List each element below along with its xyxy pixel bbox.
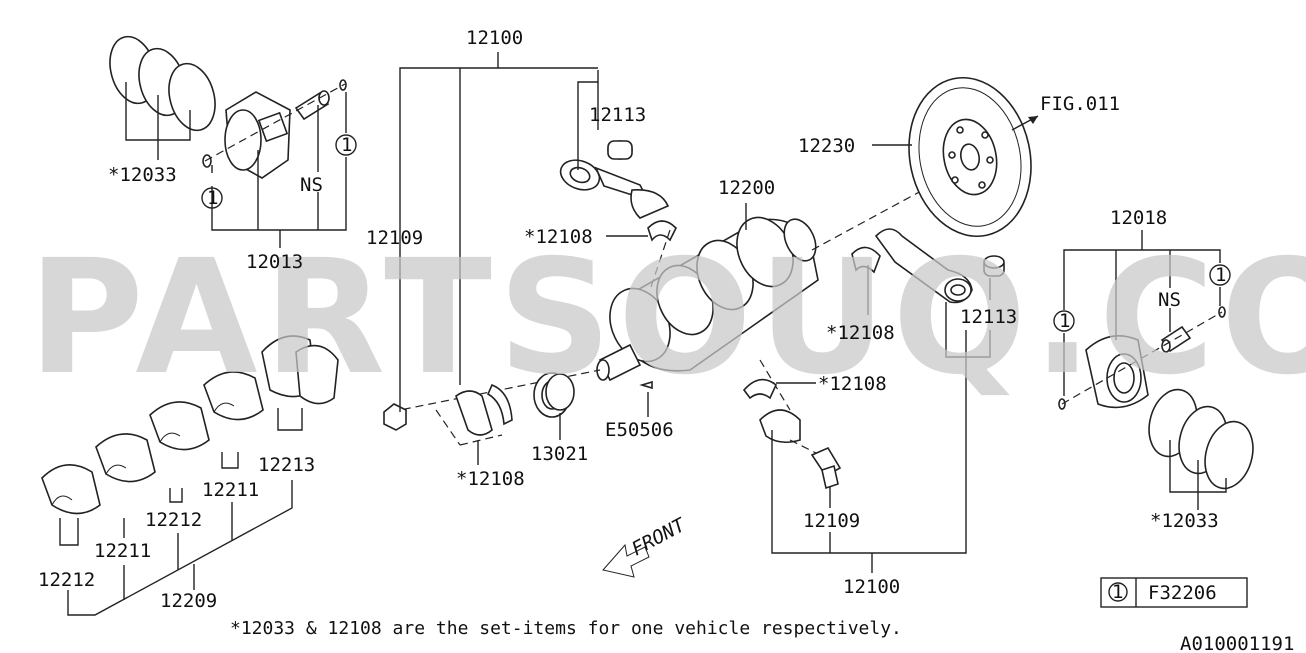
main-bearing-3[interactable] [149,401,210,451]
main-bearing-2[interactable] [95,433,156,483]
circle-1-left-top: 1 [341,134,352,156]
label-thrust-bearing[interactable]: 12213 [258,454,315,476]
label-front: FRONT [628,513,690,560]
main-bearing-1[interactable] [41,464,101,515]
rod-bushing-upper[interactable] [607,140,633,160]
label-main-bearing-d[interactable]: 12212 [38,569,95,591]
label-pilot-bearing[interactable]: 13021 [531,443,588,465]
label-main-bearing-set[interactable]: 12209 [160,590,217,612]
circle-marker-left-top [335,134,357,156]
circle-marker-right-top [1209,264,1231,286]
label-fig-ref[interactable]: FIG.011 [1040,93,1120,115]
label-rod-bottom[interactable]: 12100 [843,576,900,598]
main-bearing-lower-half[interactable] [455,383,513,436]
rod-bearing-lower-a[interactable] [742,378,777,400]
label-woodruff-key[interactable]: E50506 [605,419,674,441]
watermark: PARTSOUQ.COM [28,226,1306,410]
label-bolt-lower[interactable]: 12109 [803,510,860,532]
label-main-bearing-b[interactable]: 12212 [145,509,202,531]
label-ns-left: NS [300,174,323,196]
diagram-id: A010001191 [1180,633,1294,653]
label-piston-assy-right[interactable]: 12018 [1110,207,1167,229]
label-main-bearing-lower[interactable]: *12108 [456,468,525,490]
left-snap-ring-bottom[interactable] [202,154,212,168]
rod-bushing-right[interactable] [983,255,1005,277]
crankshaft[interactable] [596,208,822,382]
main-bearing-4[interactable] [203,371,264,421]
circle-marker-right-bottom [1053,310,1075,332]
label-rod-top[interactable]: 12100 [466,27,523,49]
rod-bearing-right[interactable] [851,246,881,274]
circle-1-right-bottom: 1 [1059,310,1070,332]
label-piston-rings-right[interactable]: *12033 [1150,510,1219,532]
thrust-bearing[interactable] [261,335,339,405]
flywheel[interactable] [895,66,1046,247]
legend-number: 1 [1112,581,1123,603]
label-flywheel[interactable]: 12230 [798,135,855,157]
right-piston[interactable] [1085,334,1149,409]
right-piston-rings[interactable] [1142,384,1260,494]
label-rod-bushing-right[interactable]: 12113 [960,306,1017,328]
footnote: *12033 & 12108 are the set-items for one… [230,618,902,639]
legend-code[interactable]: F32206 [1148,582,1217,604]
label-rod-bearing-upper[interactable]: *12108 [524,226,593,248]
label-rod-bearing-right[interactable]: *12108 [826,322,895,344]
connecting-rod-right[interactable] [874,228,973,304]
circle-1-right-top: 1 [1215,264,1226,286]
label-crankshaft[interactable]: 12200 [718,177,775,199]
front-arrow-icon [602,543,650,578]
pilot-bearing[interactable] [533,372,575,418]
label-main-bearing-a[interactable]: 12211 [202,479,259,501]
label-main-bearing-c[interactable]: 12211 [94,540,151,562]
crank-bolt-lower[interactable] [810,446,842,490]
label-piston-assy-left[interactable]: 12013 [246,251,303,273]
rod-cap-lower[interactable] [759,409,801,444]
label-piston-rings-left[interactable]: *12033 [108,164,177,186]
circle-1-left-bottom: 1 [207,187,218,209]
woodruff-key[interactable] [639,380,653,390]
label-ns-right: NS [1158,289,1181,311]
left-piston-rings[interactable] [103,31,222,135]
circle-marker-left-bottom [201,187,223,209]
label-rod-bushing-upper[interactable]: 12113 [589,104,646,126]
label-rod-bearing-lower[interactable]: *12108 [818,373,887,395]
label-bolt-left[interactable]: 12109 [366,227,423,249]
rod-bearing-upper[interactable] [647,220,677,242]
legend-box [1100,577,1248,608]
connecting-rod-upper[interactable] [556,155,670,219]
left-piston[interactable] [224,91,291,179]
